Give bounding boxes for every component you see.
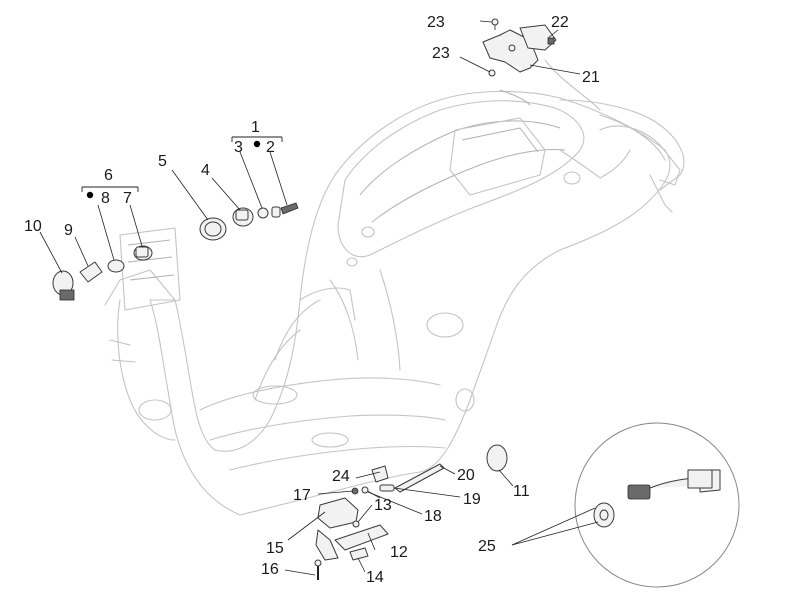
part-16-bolt xyxy=(314,559,322,580)
part-9-cap xyxy=(79,261,103,283)
callout-3: 3 xyxy=(234,139,243,156)
part-13-screw xyxy=(352,520,360,528)
callout-22: 22 xyxy=(551,14,569,31)
part-14-clip xyxy=(349,547,369,561)
part-20-cable xyxy=(394,463,445,493)
callout-1: 1 xyxy=(251,119,260,136)
part-19-fitting xyxy=(379,484,395,492)
callout-20: 20 xyxy=(457,467,475,484)
part-3-ring xyxy=(257,207,269,219)
callout-5: 5 xyxy=(158,153,167,170)
part-24-clip xyxy=(371,465,389,483)
bullet-dot xyxy=(253,140,261,148)
part-15-stand-bracket xyxy=(315,497,359,561)
callout-17: 17 xyxy=(293,487,311,504)
callout-25: 25 xyxy=(478,538,496,555)
part-10-ignition-switch xyxy=(52,270,75,301)
part-8-grommet xyxy=(107,259,125,273)
detail-inset-circle xyxy=(574,422,740,588)
part-4-lock-body xyxy=(232,207,254,227)
callout-19: 19 xyxy=(463,491,481,508)
callout-14: 14 xyxy=(366,569,384,586)
callout-12: 12 xyxy=(390,544,408,561)
callout-10: 10 xyxy=(24,218,42,235)
callout-9: 9 xyxy=(64,222,73,239)
part-11-clamp-ring xyxy=(486,444,508,472)
scooter-frame xyxy=(104,59,685,516)
part-23-screw-top xyxy=(491,18,499,30)
part-5-lock-cover xyxy=(199,217,227,241)
part-7-plug xyxy=(133,245,153,261)
bracket-group-6 xyxy=(81,186,139,199)
callout-2: 2 xyxy=(266,139,275,156)
callout-13: 13 xyxy=(374,497,392,514)
bracket-group-1 xyxy=(231,136,283,148)
callout-labels: 1 3 2 4 5 6 8 7 10 9 23 22 23 21 24 20 1… xyxy=(24,14,600,586)
callout-18: 18 xyxy=(424,508,442,525)
part-22-bracket xyxy=(519,24,557,51)
callout-4: 4 xyxy=(201,162,210,179)
callout-23b: 23 xyxy=(432,45,450,62)
callout-8: 8 xyxy=(101,190,110,207)
part-2-key-barrel xyxy=(271,202,299,218)
callout-16: 16 xyxy=(261,561,279,578)
callout-6: 6 xyxy=(104,167,113,184)
part-12-plate xyxy=(334,524,389,551)
part-23-screw-lower xyxy=(488,69,496,77)
callout-24: 24 xyxy=(332,468,350,485)
callout-7: 7 xyxy=(123,190,132,207)
callout-11: 11 xyxy=(513,483,530,500)
bullet-dot xyxy=(86,191,94,199)
callout-15: 15 xyxy=(266,540,284,557)
callout-21: 21 xyxy=(582,69,600,86)
callout-23a: 23 xyxy=(427,14,445,31)
leader-lines xyxy=(39,20,599,576)
